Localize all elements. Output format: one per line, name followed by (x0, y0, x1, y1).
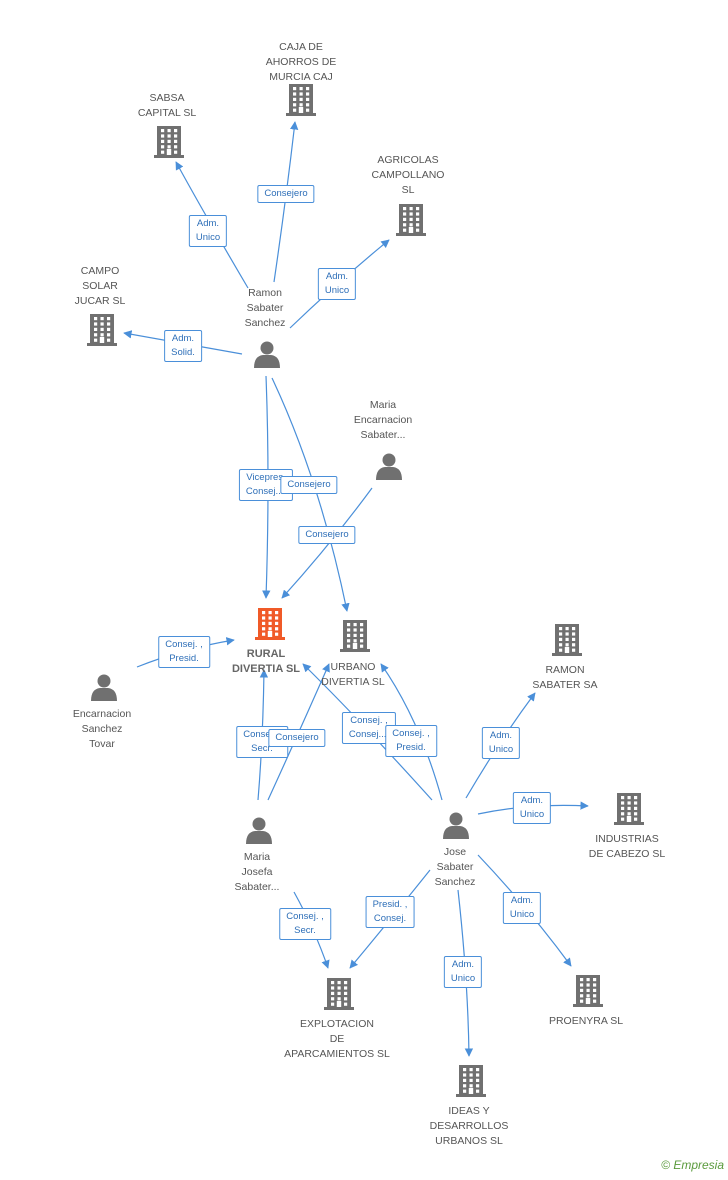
edge-label-ramon-campo[interactable]: Adm. Solid. (164, 330, 202, 362)
node-label-urbano[interactable]: URBANO DIVERTIA SL (321, 661, 385, 688)
empresia-credit[interactable]: © Empresia (661, 1158, 724, 1172)
node-label-agricolas[interactable]: AGRICOLAS CAMPOLLANO SL (371, 154, 445, 196)
edge-label-ramon-agricolas[interactable]: Adm. Unico (317, 268, 357, 300)
edge-label-jose-urbano[interactable]: Consej. , Presid. (385, 725, 437, 757)
edge-label-encarnacion-rural[interactable]: Consej. , Presid. (158, 636, 210, 668)
empresia-logo: Empresia (673, 1158, 724, 1172)
edge-mariaenc-rural (281, 487, 373, 599)
node-label-explotacion[interactable]: EXPLOTACION DE APARCAMIENTOS SL (284, 1018, 390, 1060)
edge-label-mariaenc-rural[interactable]: Consejero (298, 526, 356, 544)
edge-label-ramon-urbano[interactable]: Consejero (280, 476, 338, 494)
node-label-caja[interactable]: CAJA DE AHORROS DE MURCIA CAJ (265, 41, 337, 83)
edge-label-mariajos-explotacion[interactable]: Consej. , Secr. (279, 908, 331, 940)
node-label-ramon[interactable]: Ramon Sabater Sanchez (244, 287, 286, 329)
person-icon-mariaenc[interactable] (376, 453, 402, 481)
edge-label-jose-ramonsa[interactable]: Adm. Unico (481, 727, 521, 759)
node-label-encarnacion[interactable]: Encarnacion Sanchez Tovar (72, 708, 132, 750)
edge-label-ramon-caja[interactable]: Consejero (257, 185, 315, 203)
edge-label-mariajos-urbano[interactable]: Consejero (268, 729, 326, 747)
building-icon-ramonsa[interactable] (552, 624, 582, 656)
building-icon-sabsa[interactable] (154, 126, 184, 158)
node-label-rural[interactable]: RURAL DIVERTIA SL (231, 648, 301, 675)
building-icon-industrias[interactable] (614, 793, 644, 825)
edge-label-jose-proenyra[interactable]: Adm. Unico (502, 892, 542, 924)
person-icon-ramon[interactable] (254, 341, 280, 369)
building-icon-agricolas[interactable] (396, 204, 426, 236)
edge-label-ramon-sabsa[interactable]: Adm. Unico (188, 215, 228, 247)
building-icon-campo[interactable] (87, 314, 117, 346)
copyright-symbol: © (661, 1158, 670, 1172)
building-icon-rural[interactable] (255, 608, 285, 640)
node-label-proenyra[interactable]: PROENYRA SL (548, 1015, 624, 1027)
node-label-sabsa[interactable]: SABSA CAPITAL SL (137, 92, 197, 119)
node-label-mariajos[interactable]: Maria Josefa Sabater... (234, 851, 280, 893)
person-icon-mariajos[interactable] (246, 817, 272, 845)
person-icon-jose[interactable] (443, 812, 469, 840)
building-icon-ideas[interactable] (456, 1065, 486, 1097)
building-icon-urbano[interactable] (340, 620, 370, 652)
building-icon-proenyra[interactable] (573, 975, 603, 1007)
person-icon-encarnacion[interactable] (91, 674, 117, 702)
building-icon-explotacion[interactable] (324, 978, 354, 1010)
node-label-industrias[interactable]: INDUSTRIAS DE CABEZO SL (588, 833, 666, 860)
node-label-ramonsa[interactable]: RAMON SABATER SA (532, 664, 598, 691)
edge-label-jose-ideas[interactable]: Adm. Unico (443, 956, 483, 988)
node-label-campo[interactable]: CAMPO SOLAR JUCAR SL (74, 265, 126, 307)
node-label-mariaenc[interactable]: Maria Encarnacion Sabater... (353, 399, 413, 441)
edge-label-jose-industrias[interactable]: Adm. Unico (512, 792, 552, 824)
node-label-jose[interactable]: Jose Sabater Sanchez (434, 846, 476, 888)
nodes-layer (87, 84, 644, 1097)
edge-label-jose-explotacion[interactable]: Presid. , Consej. (365, 896, 415, 928)
node-label-ideas[interactable]: IDEAS Y DESARROLLOS URBANOS SL (429, 1105, 509, 1147)
building-icon-caja[interactable] (286, 84, 316, 116)
